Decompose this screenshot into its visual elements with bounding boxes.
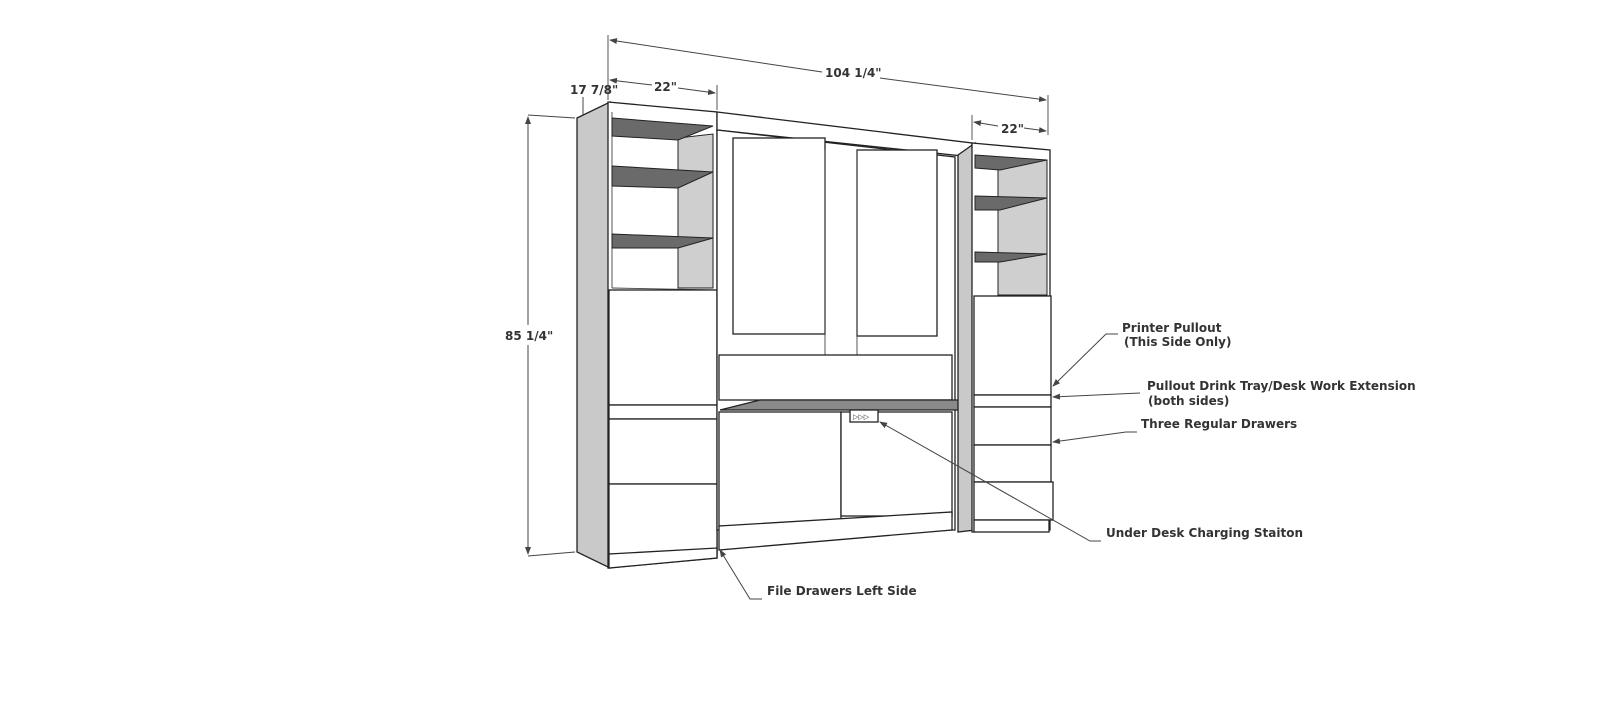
right-width-dim: 22" (1001, 122, 1024, 136)
left-file-drawer-top (608, 418, 718, 485)
left-width-dim: 22" (654, 80, 677, 94)
right-pullout (973, 295, 1052, 396)
file-drawers-label: File Drawers Left Side (767, 584, 917, 598)
printer-pullout-note: (This Side Only) (1124, 335, 1231, 349)
right-drink-tray (973, 394, 1052, 408)
right-drawer-1 (973, 406, 1052, 446)
callout-leaders (719, 333, 1141, 600)
desk-section: ▷▷▷ (716, 111, 1016, 551)
depth-dim: 17 7/8" (570, 83, 618, 97)
lower-right-door (840, 411, 953, 517)
right-drawer-2 (973, 444, 1052, 483)
left-cabinet (576, 100, 718, 570)
drink-tray-note: (both sides) (1148, 394, 1229, 408)
outlet-icon: ▷▷▷ (853, 413, 870, 421)
upper-right-door (856, 149, 938, 337)
right-drawer-3 (973, 481, 1054, 521)
upper-left-door (732, 137, 826, 335)
charging-station-label: Under Desk Charging Staiton (1106, 526, 1303, 540)
left-drink-tray (608, 404, 718, 420)
three-drawers-label: Three Regular Drawers (1141, 417, 1297, 431)
charging-station (849, 409, 879, 423)
drink-tray-label: Pullout Drink Tray/Desk Work Extension (1147, 379, 1416, 393)
printer-pullout-label: Printer Pullout (1122, 321, 1222, 335)
left-printer-pullout (608, 289, 718, 406)
dimension-lines (525, 35, 1049, 557)
height-dim: 85 1/4" (505, 329, 553, 343)
left-file-drawer-bottom (608, 483, 718, 555)
overall-width-dim: 104 1/4" (825, 66, 882, 80)
right-cabinet (957, 141, 1054, 533)
lower-left-door (718, 411, 842, 527)
